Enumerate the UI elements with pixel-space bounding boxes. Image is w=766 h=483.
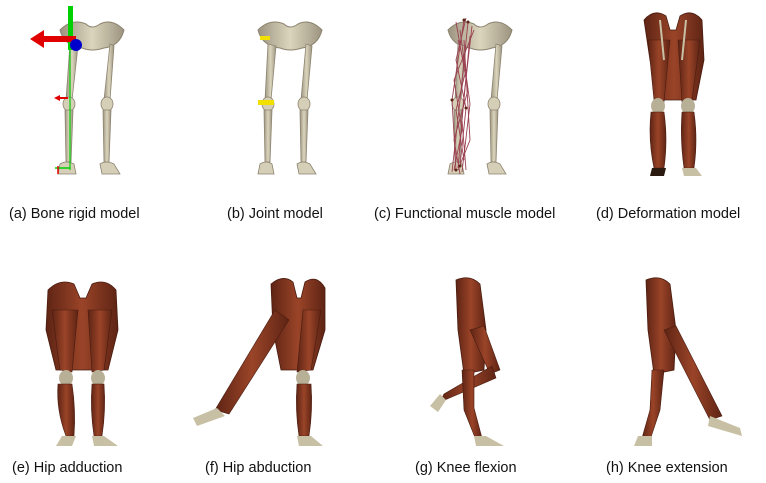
panel-knee-extension: (h) Knee extension bbox=[590, 270, 766, 483]
caption-h: (h) Knee extension bbox=[606, 460, 728, 476]
skeleton-figure-b bbox=[210, 0, 360, 200]
panel-bone-rigid-model: (a) Bone rigid model bbox=[0, 0, 170, 200]
panel-hip-adduction: (e) Hip adduction bbox=[0, 270, 190, 483]
caption-a: (a) Bone rigid model bbox=[9, 206, 140, 222]
skeleton-figure-a bbox=[0, 0, 170, 200]
caption-c: (c) Functional muscle model bbox=[374, 206, 555, 222]
panel-hip-abduction: (f) Hip abduction bbox=[185, 270, 385, 483]
z-axis-marker bbox=[70, 39, 82, 51]
skeleton-figure-c bbox=[370, 0, 585, 200]
knee-joint-marker bbox=[258, 100, 274, 105]
muscle-figure-g bbox=[400, 270, 565, 450]
muscle-figure-e bbox=[0, 270, 190, 450]
caption-d: (d) Deformation model bbox=[596, 206, 740, 222]
panel-deformation-model: (d) Deformation model bbox=[590, 0, 766, 200]
caption-e: (e) Hip adduction bbox=[12, 460, 122, 476]
panel-knee-flexion: (g) Knee flexion bbox=[400, 270, 565, 483]
panel-functional-muscle-model: (c) Functional muscle model bbox=[370, 0, 585, 200]
caption-b: (b) Joint model bbox=[227, 206, 323, 222]
muscle-figure-h bbox=[590, 270, 766, 450]
hip-joint-marker bbox=[260, 36, 270, 40]
caption-f: (f) Hip abduction bbox=[205, 460, 311, 476]
x-axis-arrow bbox=[40, 36, 76, 42]
muscle-figure-f bbox=[185, 270, 385, 450]
panel-joint-model: (b) Joint model bbox=[210, 0, 360, 200]
muscle-figure-d bbox=[590, 0, 766, 200]
caption-g: (g) Knee flexion bbox=[415, 460, 517, 476]
